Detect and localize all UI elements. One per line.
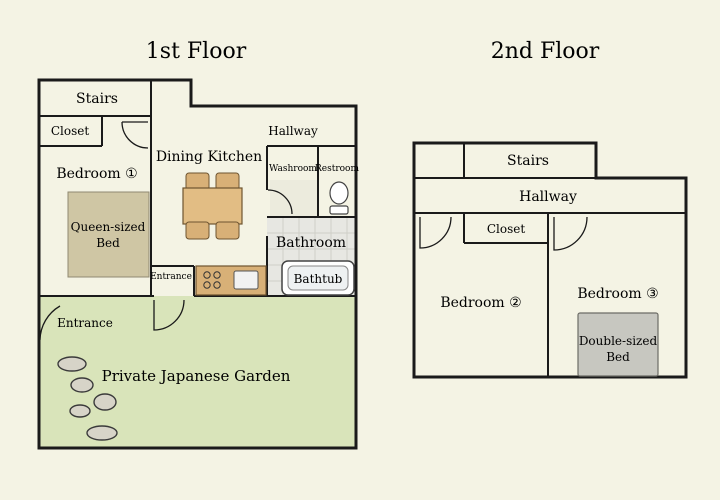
- entrance-inner-label: Entrance: [150, 272, 192, 282]
- restroom-label: Restroom: [315, 164, 359, 174]
- double-bed-label-line2: Bed: [606, 350, 630, 364]
- bathtub-inner: [287, 265, 349, 291]
- stepping-stones: [57, 356, 118, 441]
- first-floor-title: 1st Floor: [146, 39, 247, 64]
- garden-label: Private Japanese Garden: [102, 367, 291, 385]
- dining-table-set: [182, 172, 243, 240]
- double-bed-label-line1: Double-sized: [579, 334, 658, 348]
- toilet-icon: [329, 181, 349, 215]
- closet-label: Closet: [51, 124, 90, 138]
- bedroom-3-label: Bedroom ③: [577, 286, 658, 302]
- entrance-door: [153, 299, 185, 331]
- first-floor-outer-wall: [37, 78, 358, 450]
- bathtub-label: Bathtub: [294, 272, 343, 286]
- second-floor-outer-wall: [412, 141, 688, 379]
- queen-bed-label-line2: Bed: [96, 236, 120, 250]
- second-floor-inner-walls: [414, 143, 686, 377]
- bedroom-2-door: [419, 216, 452, 249]
- queen-bed-label-line1: Queen-sized: [71, 220, 146, 234]
- closet-door: [121, 121, 149, 149]
- stairs-2-label: Stairs: [507, 153, 549, 169]
- bedroom-1-label: Bedroom ①: [56, 166, 137, 182]
- closet-2-label: Closet: [487, 222, 526, 236]
- stairs-label: Stairs: [76, 91, 118, 107]
- dining-kitchen-label: Dining Kitchen: [156, 149, 262, 165]
- queen-bed: [67, 191, 150, 278]
- bathroom-label: Bathroom: [276, 235, 346, 251]
- second-floor-title: 2nd Floor: [491, 39, 600, 64]
- garden-entrance-door: [39, 305, 61, 341]
- hallway-1-label: Hallway: [268, 124, 318, 138]
- first-floor-inner-walls: [39, 80, 356, 297]
- garden-area: [39, 296, 356, 448]
- bedroom-3-door: [553, 216, 588, 251]
- hallway-2-label: Hallway: [519, 189, 577, 205]
- double-bed: [577, 312, 659, 377]
- washroom-door: [267, 189, 293, 215]
- washroom-floor: [270, 180, 318, 217]
- entrance-outer-label: Entrance: [57, 316, 113, 330]
- washroom-label: Washroom: [269, 164, 317, 174]
- kitchen-counter: [195, 265, 267, 296]
- bedroom-2-label: Bedroom ②: [440, 295, 521, 311]
